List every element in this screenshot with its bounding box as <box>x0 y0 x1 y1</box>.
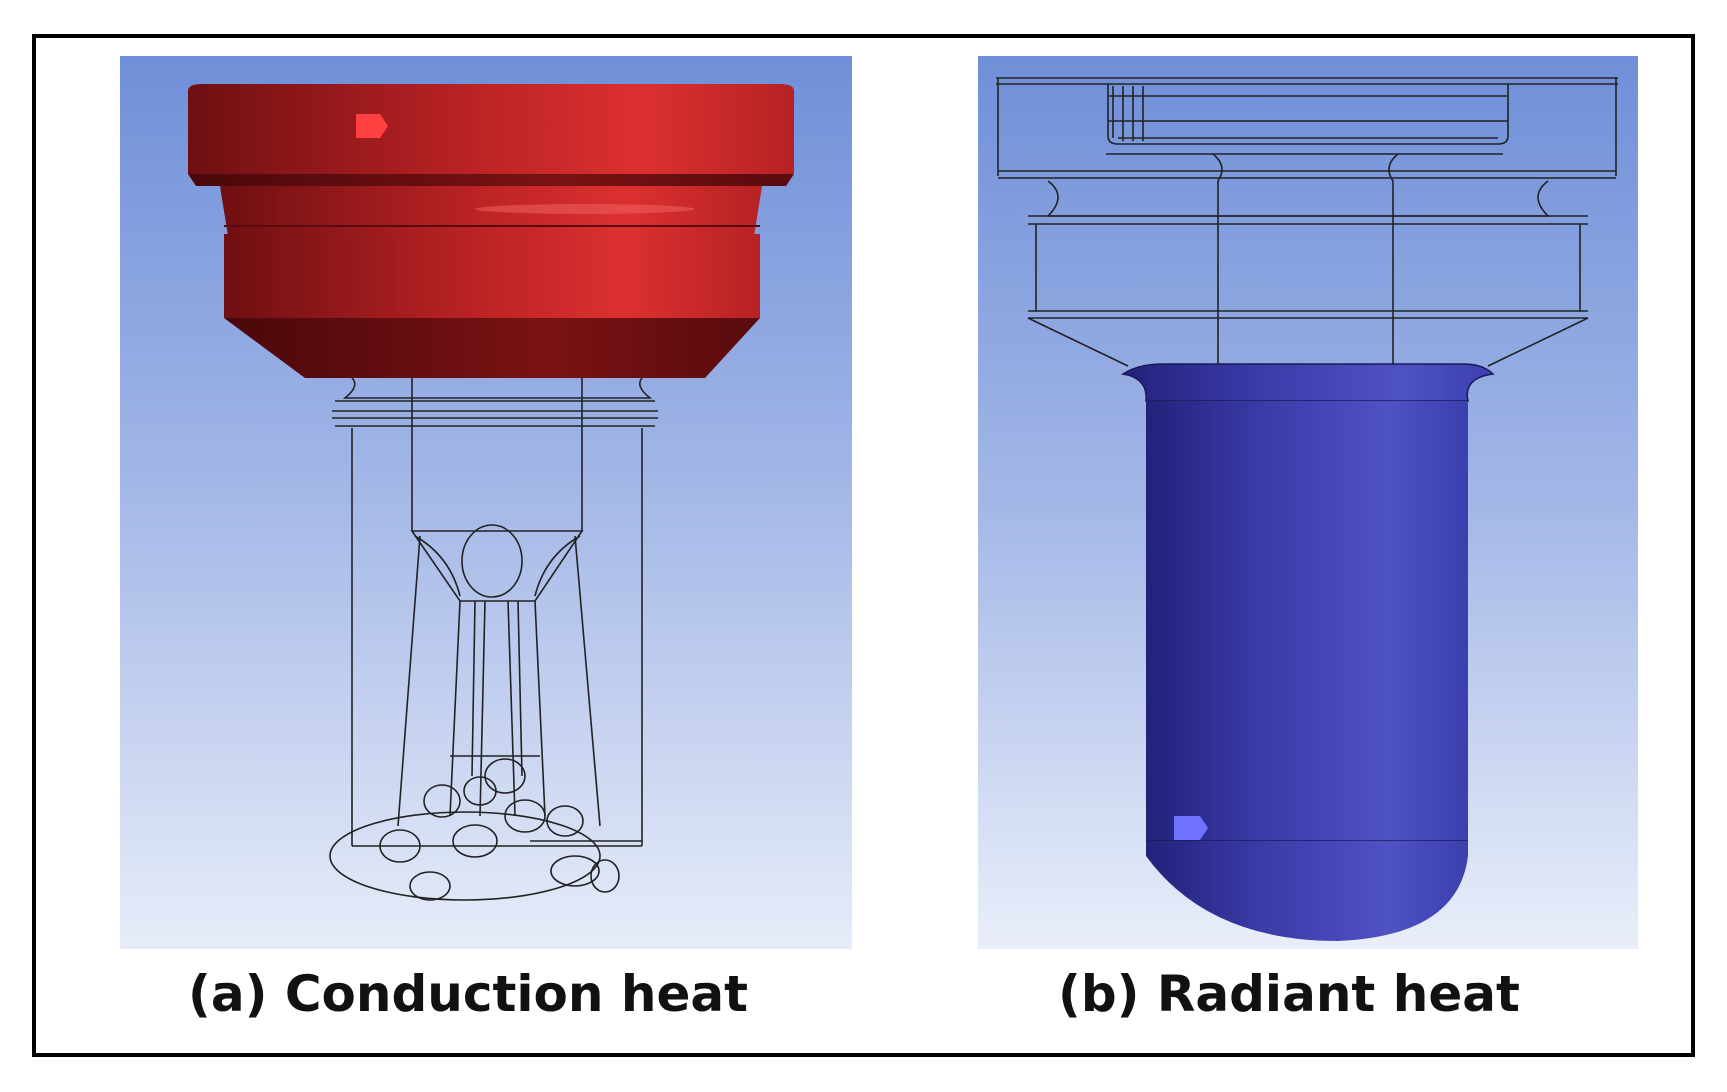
panel-conduction <box>120 56 852 949</box>
wireframe-head <box>996 77 1618 367</box>
panel-radiant <box>978 56 1638 949</box>
radiant-heated-body <box>1120 363 1495 941</box>
wireframe-core <box>329 377 658 901</box>
heat-source-marker <box>1174 816 1208 840</box>
radiant-model-drawing <box>996 77 1618 941</box>
conduction-model-drawing <box>188 84 794 901</box>
caption-conduction-heat: (a) Conduction heat <box>188 965 749 1023</box>
conduction-heated-body <box>188 84 794 378</box>
heat-source-marker <box>356 114 388 138</box>
caption-radiant-heat: (b) Radiant heat <box>1058 965 1520 1023</box>
